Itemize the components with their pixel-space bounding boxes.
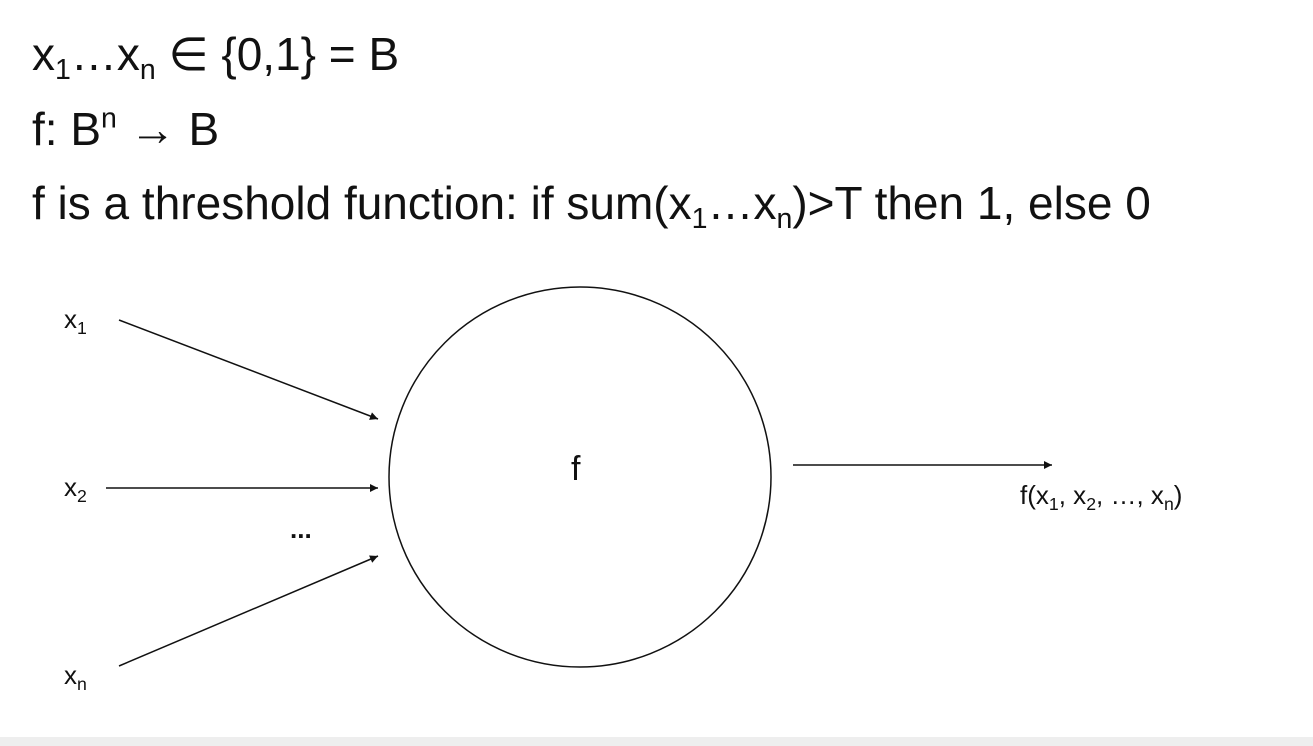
input-var: x: [64, 304, 77, 334]
statement-text: x: [32, 28, 55, 80]
subscript: 1: [55, 54, 71, 87]
subscript: n: [77, 674, 87, 695]
neuron-node: [388, 286, 772, 668]
input-arrow-1: [118, 319, 379, 420]
output-text: ): [1173, 480, 1183, 510]
statement-text: )>T then 1, else 0: [792, 177, 1151, 229]
bottom-bar: [0, 737, 1313, 746]
node-label: f: [571, 450, 581, 488]
superscript: n: [101, 102, 117, 135]
input-label-x2: x2: [64, 472, 87, 505]
output-label: f(x1, x2, …, xn): [1020, 480, 1183, 513]
output-text: , …, x: [1096, 480, 1164, 510]
input-var: x: [64, 472, 77, 502]
input-var: x: [64, 660, 77, 690]
function-signature: f: Bn → B: [32, 103, 220, 155]
subscript: n: [1163, 494, 1174, 515]
subscript: 2: [1086, 494, 1097, 515]
subscript: 2: [77, 486, 87, 507]
statement-text: f: B: [32, 103, 102, 155]
statement-text: ∈ {0,1} = B: [155, 28, 400, 80]
inputs-ellipsis: ...: [290, 514, 312, 544]
threshold-definition: f is a threshold function: if sum(x1…xn)…: [32, 177, 1151, 233]
statement-text: f is a threshold function: if sum(x: [32, 177, 692, 229]
output-text: f(x: [1020, 480, 1049, 510]
subscript: 1: [77, 318, 87, 339]
subscript: 1: [1048, 494, 1059, 515]
output-text: , x: [1058, 480, 1087, 510]
domain-statement: x1…xn ∈ {0,1} = B: [32, 28, 400, 84]
statement-text: → B: [116, 103, 220, 155]
statement-text: …x: [707, 177, 777, 229]
subscript: n: [776, 203, 793, 236]
subscript: 1: [691, 203, 708, 236]
input-label-xn: xn: [64, 660, 87, 693]
input-label-x1: x1: [64, 304, 87, 337]
subscript: n: [139, 54, 156, 87]
input-arrow-n: [118, 555, 379, 667]
statement-text: …x: [70, 28, 140, 80]
